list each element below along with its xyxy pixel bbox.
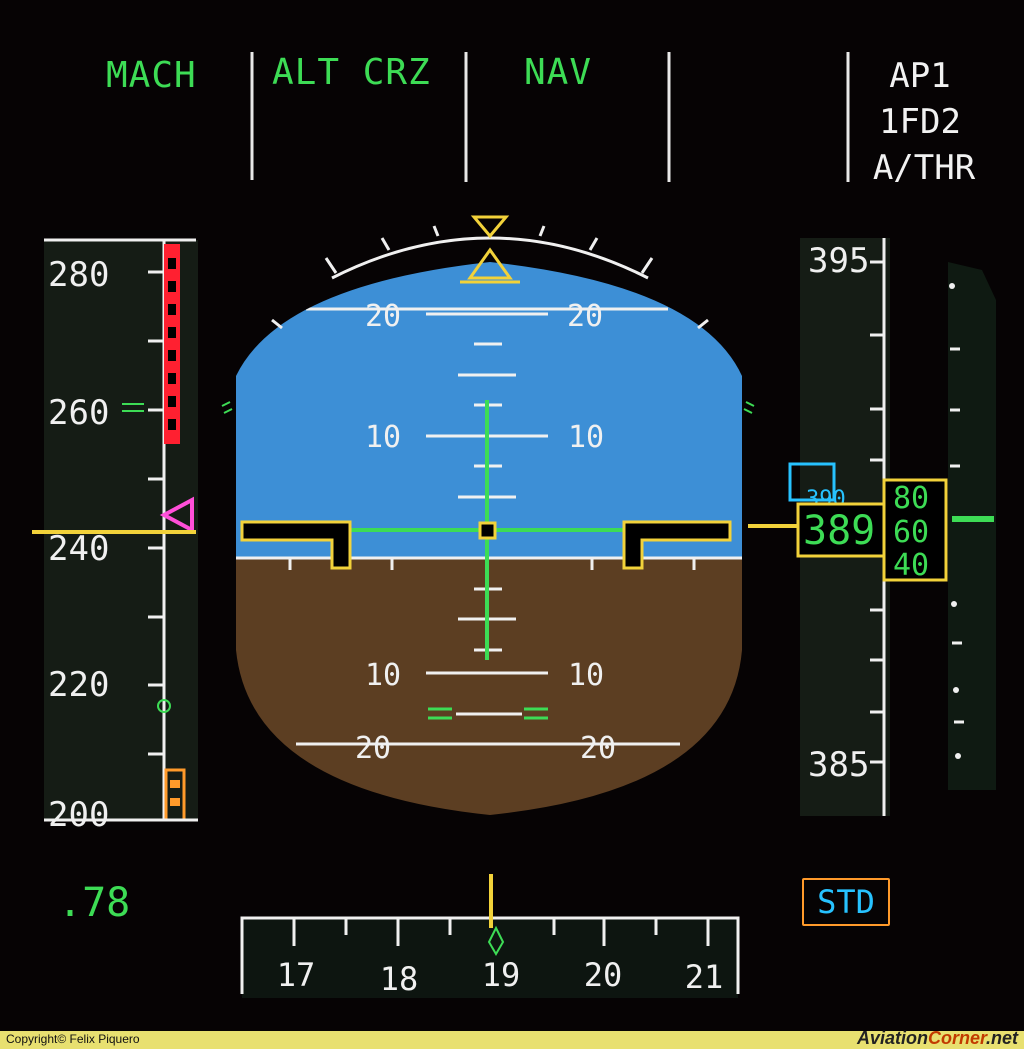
baro-std-indicator: STD: [802, 878, 890, 926]
speed-label-220: 220: [48, 665, 109, 705]
speed-label-240: 240: [48, 529, 109, 569]
speed-label-200: 200: [48, 795, 109, 835]
speed-target-marker: [159, 496, 194, 534]
site-brand: AviationCorner.net: [857, 1028, 1018, 1049]
altitude-current: 389: [803, 508, 875, 554]
selected-altitude-box: [788, 462, 836, 502]
pitch-label-10-up-right: 10: [568, 420, 604, 455]
brand-part-1: Aviation: [856, 1028, 928, 1048]
aircraft-symbol: [240, 520, 732, 570]
fma-separators: [250, 52, 850, 182]
autothrust-status: A/THR: [872, 148, 976, 188]
pitch-ladder: [296, 307, 680, 746]
heading-label-21: 21: [685, 958, 724, 996]
brand-part-2: Corner: [927, 1028, 986, 1048]
pitch-label-20-down-left: 20: [355, 731, 391, 766]
photo-credit-bar: Copyright© Felix Piquero AviationCorner.…: [0, 1028, 1024, 1049]
vertical-speed-indicator: [948, 262, 996, 790]
flight-director-status: 1FD2: [879, 102, 961, 142]
fma-vertical-mode: ALT CRZ: [272, 52, 431, 93]
altitude-label-395: 395: [808, 241, 869, 281]
pitch-label-20-up-right: 20: [567, 299, 603, 334]
speed-label-260: 260: [48, 393, 109, 433]
heading-scale: 17 18 19 20 21: [240, 874, 740, 998]
autopilot-status: AP1: [889, 56, 951, 96]
copyright-text: Copyright© Felix Piquero: [6, 1032, 140, 1046]
pitch-label-10-down-left: 10: [365, 658, 401, 693]
vls-strip: [164, 768, 186, 820]
altitude-tape: 395 385 390 389 80 60 40: [748, 238, 948, 816]
heading-label-19: 19: [482, 956, 521, 994]
heading-label-18: 18: [380, 960, 419, 998]
track-diamond: [487, 925, 505, 956]
vmax-barber-pole: [164, 244, 180, 444]
mach-readout: .78: [58, 880, 131, 926]
ground: [236, 558, 742, 815]
altitude-drum-60: 60: [893, 515, 929, 550]
pitch-label-10-down-right: 10: [568, 658, 604, 693]
pitch-label-20-up-left: 20: [365, 299, 401, 334]
altitude-drum-80: 80: [893, 481, 929, 516]
bank-pointer: [460, 215, 520, 284]
fma-speed-mode: MACH: [106, 55, 197, 96]
brand-part-3: .net: [985, 1028, 1018, 1048]
heading-label-17: 17: [277, 956, 316, 994]
altitude-drum-40: 40: [893, 548, 929, 583]
pitch-label-20-down-right: 20: [580, 731, 616, 766]
pitch-label-10-up-left: 10: [365, 420, 401, 455]
speed-label-280: 280: [48, 255, 109, 295]
heading-label-20: 20: [584, 956, 623, 994]
fma-lateral-mode: NAV: [524, 52, 593, 93]
speed-tape: 280 260 240 220 200: [32, 238, 198, 835]
altitude-label-385: 385: [808, 745, 869, 785]
